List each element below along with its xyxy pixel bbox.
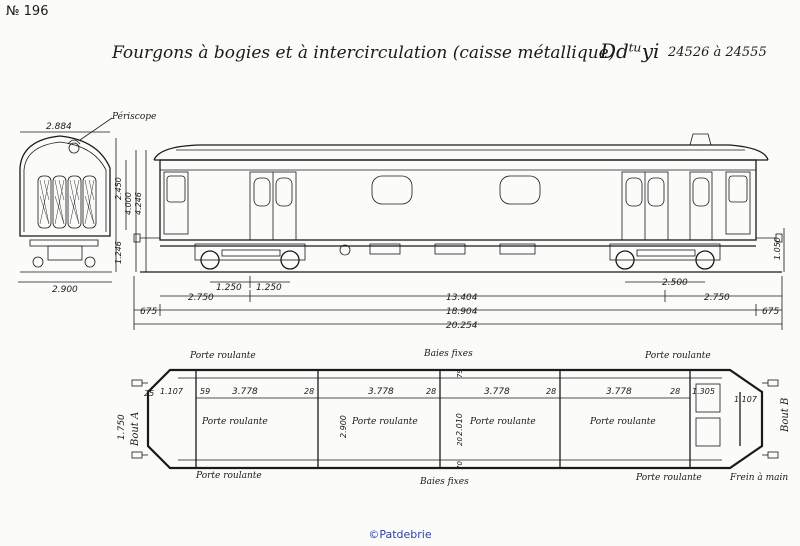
dim-1305: 1.305 (692, 387, 715, 396)
label-porte-roulante-1: Porte roulante (201, 417, 268, 427)
label-frein-a-main: Frein à main (729, 472, 788, 483)
drawing-title-range: 24526 à 24555 (667, 45, 767, 60)
dim-20254: 20.254 (446, 321, 478, 331)
dim-width-1750: 1.750 (117, 414, 127, 440)
dim-compartment-3: 3.778 (484, 387, 510, 397)
end-width-dim: 2.884 (46, 122, 72, 132)
periscope-label: Périscope (111, 111, 156, 122)
plate-number: № 196 (6, 4, 49, 19)
drawing-title-code: Ddᵗᵘyi (599, 39, 659, 63)
plan-view: Porte roulante Baies fixes Porte roulant… (117, 349, 791, 487)
end-view: Périscope 2.884 2.900 2.450 4.000 4.246 (18, 111, 156, 295)
dim-13404: 13.404 (446, 293, 478, 303)
end-h2-dim: 4.000 (124, 192, 133, 215)
label-baies-fixes-bottom: Baies fixes (419, 477, 469, 487)
dim-2750-right: 2.750 (704, 293, 730, 303)
dim-partition-2: 28 (426, 387, 436, 396)
end-h4-dim: 1.246 (114, 241, 123, 264)
label-porte-roulante-4: Porte roulante (589, 417, 656, 427)
label-bout-b: Bout B (780, 398, 791, 433)
dim-20: 20 (456, 437, 464, 446)
dim-79: 79 (456, 369, 464, 378)
dim-70: 70 (456, 461, 464, 470)
label-bout-a: Bout A (130, 412, 141, 447)
drawing-title: Fourgons à bogies et à intercirculation … (111, 43, 615, 63)
dim-25: 25 (144, 389, 154, 398)
end-base-width-dim: 2.900 (52, 285, 78, 295)
dim-675-right: 675 (762, 307, 779, 317)
dim-partition-3: 28 (546, 387, 556, 396)
dim-2500: 2.500 (662, 278, 688, 288)
dim-675-left: 675 (140, 307, 157, 317)
dim-partition-1: 28 (304, 387, 314, 396)
label-porte-roulante-tl: Porte roulante (189, 351, 256, 361)
dim-width-2010: 2.010 (455, 413, 464, 436)
label-porte-roulante-br: Porte roulante (635, 473, 702, 483)
end-h1-dim: 2.450 (114, 177, 123, 200)
dim-1107-right: 1.107 (734, 395, 758, 404)
side-height-dim: 1.050 (773, 237, 782, 260)
dim-59: 59 (200, 387, 210, 396)
label-porte-roulante-tr: Porte roulante (644, 351, 711, 361)
dim-width-2900: 2.900 (339, 415, 348, 438)
dim-1107-left: 1.107 (160, 387, 184, 396)
label-porte-roulante-bl: Porte roulante (195, 471, 262, 481)
side-view: 1.050 (133, 133, 785, 273)
dim-1250-a: 1.250 (216, 283, 242, 293)
dim-compartment-1: 3.778 (232, 387, 258, 397)
credit-text: ©Patdebrie (368, 528, 432, 541)
dim-18904: 18.904 (446, 307, 478, 317)
dim-partition-4: 28 (670, 387, 680, 396)
side-dimensions: 1.250 1.250 2.500 2.750 13.404 2.750 675… (133, 276, 783, 331)
end-h3-dim: 4.246 (134, 192, 143, 215)
label-porte-roulante-2: Porte roulante (351, 417, 418, 427)
dim-compartment-4: 3.778 (606, 387, 632, 397)
label-porte-roulante-3: Porte roulante (469, 417, 536, 427)
dim-compartment-2: 3.778 (368, 387, 394, 397)
dim-1250-b: 1.250 (256, 283, 282, 293)
label-baies-fixes-top: Baies fixes (423, 349, 473, 359)
dim-2750-left: 2.750 (188, 293, 214, 303)
